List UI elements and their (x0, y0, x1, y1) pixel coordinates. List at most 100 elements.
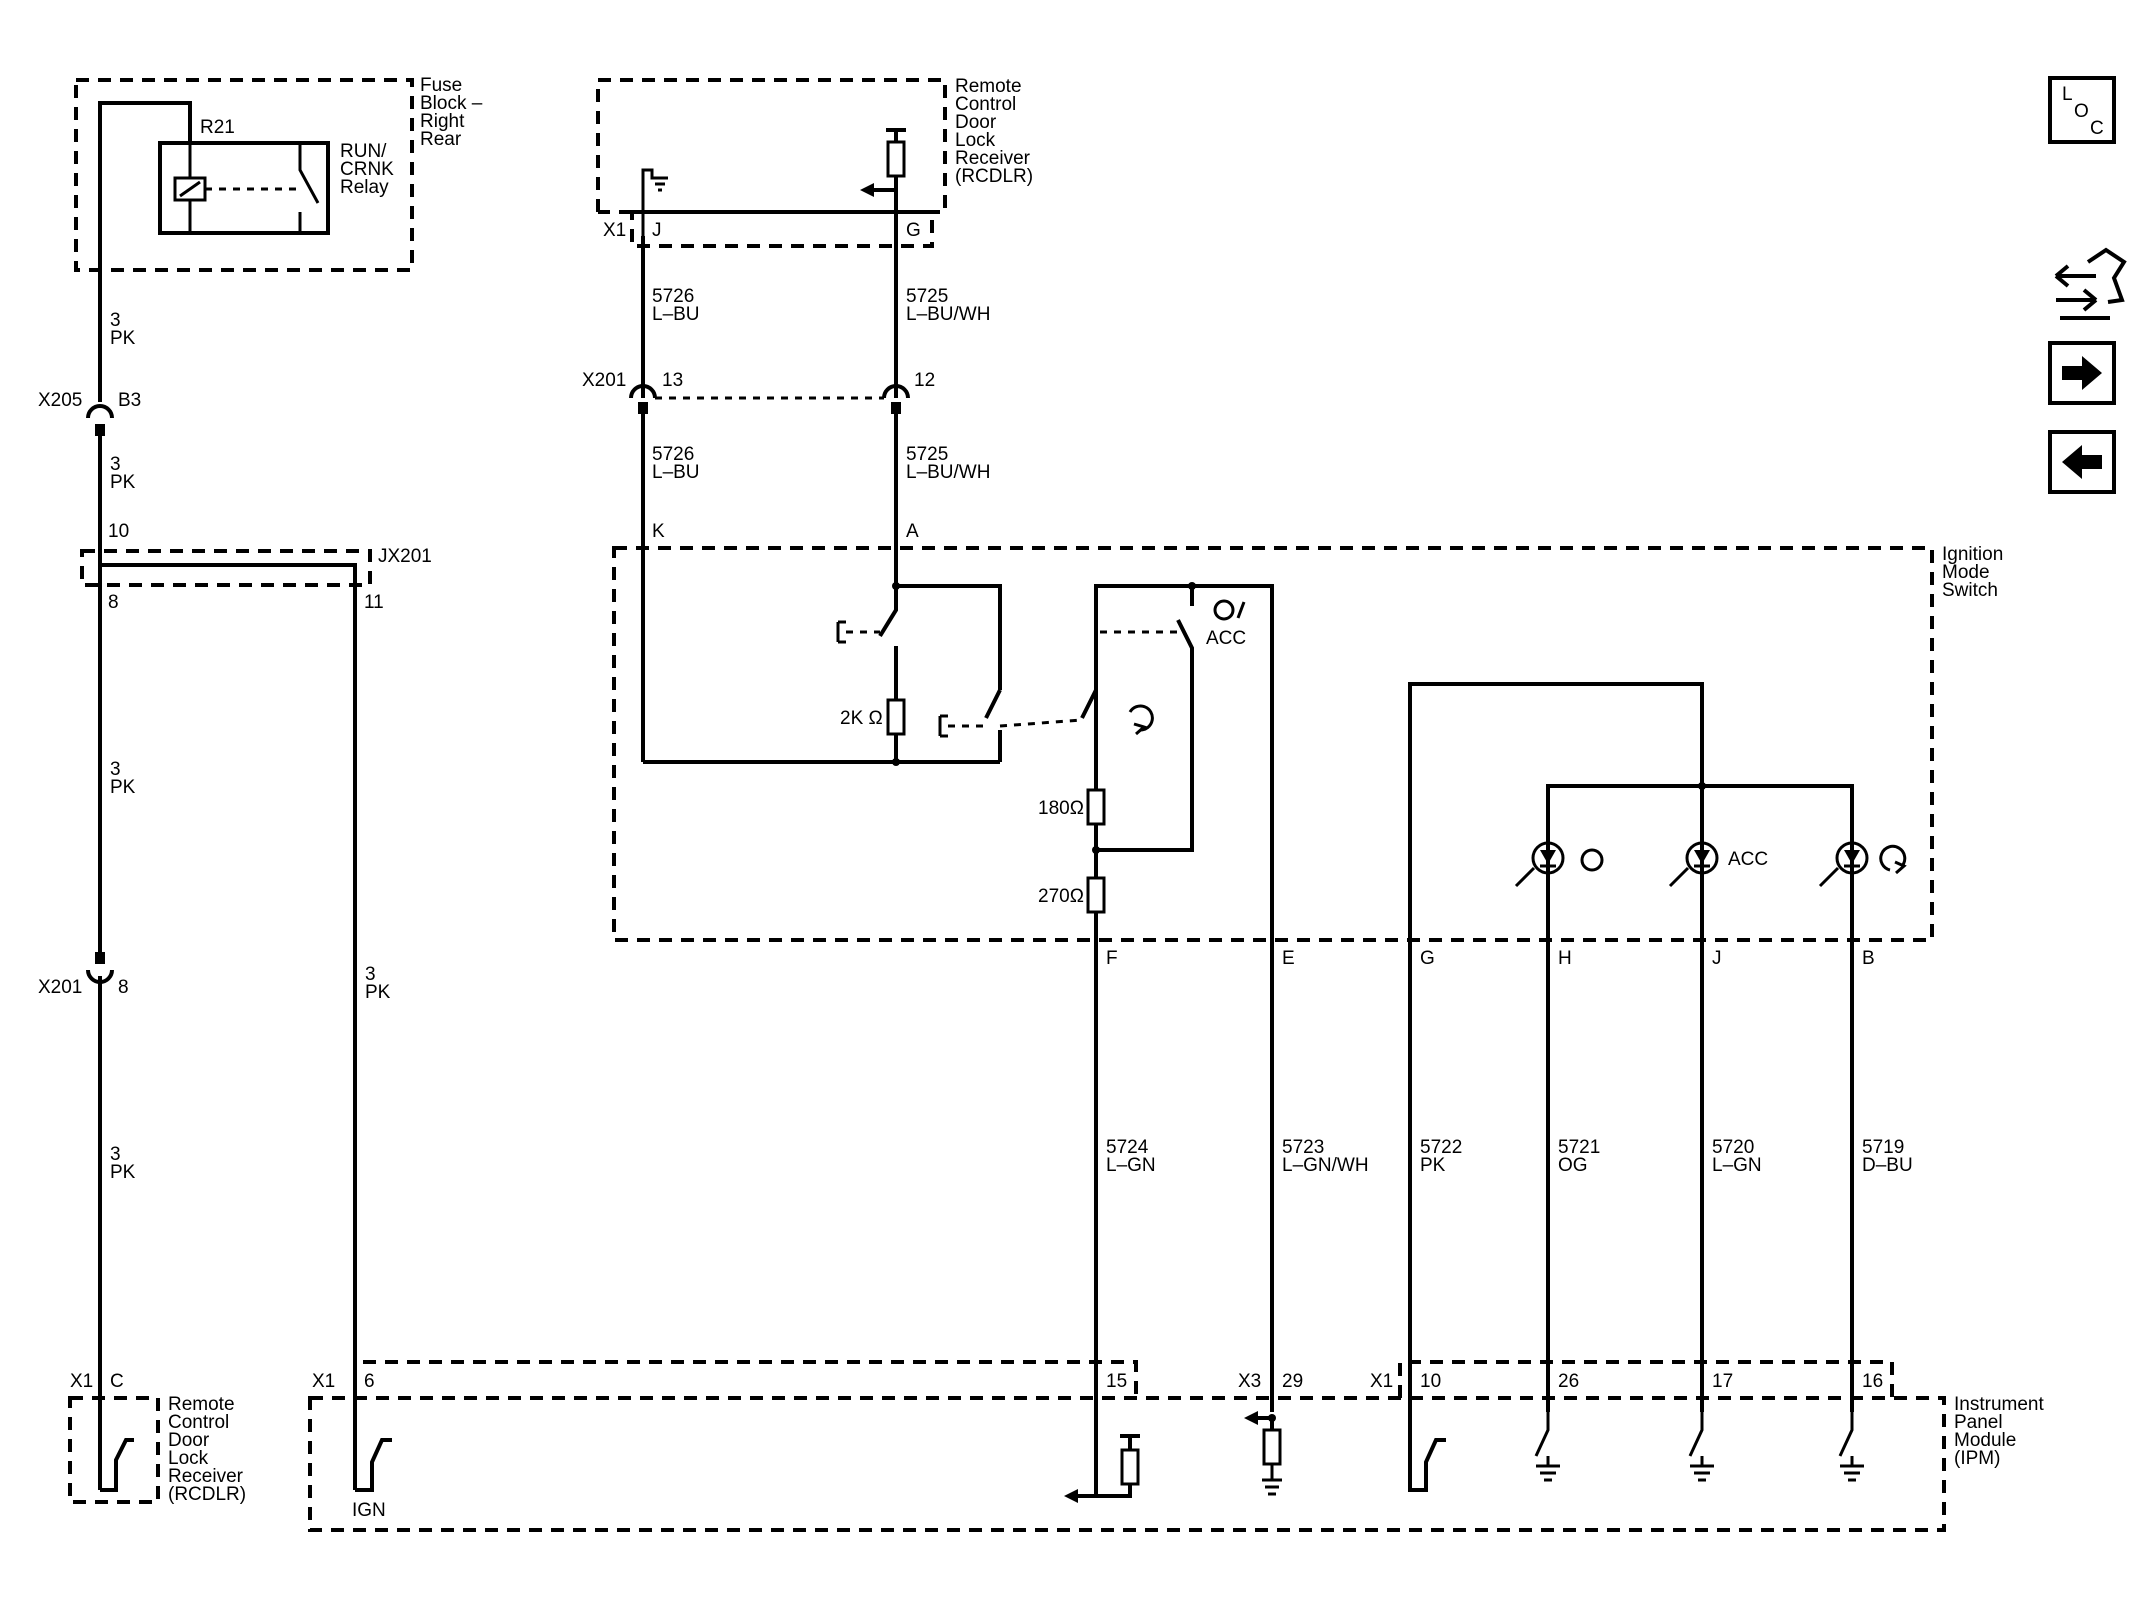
diagram-label: X201 (582, 370, 626, 391)
loc-l: L (2062, 84, 2073, 105)
diagram-label: 13 (662, 370, 683, 391)
diagram-label: 5723 (1282, 1137, 1324, 1158)
diagram-label: Ignition (1942, 544, 2003, 565)
diagram-label: ACC (1728, 849, 1768, 870)
diagram-label: 10 (108, 521, 129, 542)
diagram-label: Instrument (1954, 1394, 2044, 1415)
diagram-label: L–BU/WH (906, 304, 990, 325)
diagram-label: 8 (108, 592, 119, 613)
diagram-label: 270Ω (1038, 886, 1084, 907)
diagram-label: A (906, 521, 919, 542)
diagram-label: Mode (1942, 562, 1990, 583)
diagram-label: X205 (38, 390, 82, 411)
diagram-label: 3 (110, 1144, 121, 1165)
diagram-label: 5719 (1862, 1137, 1904, 1158)
diagram-label: L–BU (652, 304, 700, 325)
diagram-label: 8 (118, 977, 129, 998)
diagram-label: J (1712, 948, 1722, 969)
diagram-label: 11 (364, 592, 384, 613)
diagram-label: Remote (955, 76, 1022, 97)
arrow-left-icon (2062, 445, 2102, 479)
diagram-label: L–BU (652, 462, 700, 483)
diagram-label: PK (365, 982, 391, 1003)
diagram-label: 3 (365, 964, 376, 985)
rcdlr-top: Remote Control Door Lock Receiver (RCDLR… (596, 76, 1033, 248)
diagram-label: Door (168, 1430, 210, 1451)
diagram-label: (RCDLR) (955, 166, 1033, 187)
diagram-label: F (1106, 948, 1118, 969)
diagram-label: Lock (955, 130, 996, 151)
crank-icon (1128, 704, 1154, 732)
diagram-label: PK (110, 472, 136, 493)
diagram-label: D–BU (1862, 1155, 1913, 1176)
diagram-label: B3 (118, 390, 141, 411)
diagram-label: H (1558, 948, 1572, 969)
arrow-right-icon (2062, 356, 2102, 390)
diagram-label: PK (110, 328, 136, 349)
diagram-label: 5721 (1558, 1137, 1600, 1158)
diagram-label: 3 (110, 454, 121, 475)
diagram-label: G (1420, 948, 1435, 969)
diagram-label: L–GN (1712, 1155, 1762, 1176)
led-acc-indicator: ACC (1668, 841, 1768, 888)
resistor-270 (1086, 876, 1106, 914)
ignition-mode-switch: Ignition Mode Switch K A 2K Ω 180Ω 270Ω (612, 521, 2003, 969)
loc-button[interactable]: L O C (2048, 76, 2116, 144)
diagram-label: 17 (1712, 1371, 1733, 1392)
diagram-label: Control (955, 94, 1016, 115)
diagram-label: L–GN/WH (1282, 1155, 1369, 1176)
rcdlr-bottom: X1 C Remote Control Door Lock Receiver (… (68, 1371, 246, 1505)
led-run-indicator (1818, 841, 1907, 888)
diagram-label: Right (420, 111, 465, 132)
diagram-label: 180Ω (1038, 798, 1084, 819)
diagram-label: K (652, 521, 665, 542)
diagram-label: X3 (1238, 1371, 1261, 1392)
diagram-label: 2K Ω (840, 708, 883, 729)
diagram-label: G (906, 220, 921, 241)
diagram-label: 5722 (1420, 1137, 1462, 1158)
diagram-label: C (110, 1371, 124, 1392)
diagram-label: 5726 (652, 286, 694, 307)
diagram-label: (RCDLR) (168, 1484, 246, 1505)
previous-page-button[interactable] (2048, 430, 2116, 494)
diagram-label: X1 (1370, 1371, 1393, 1392)
loc-o: O (2074, 101, 2089, 122)
diagram-label: PK (110, 1162, 136, 1183)
diagram-label: OG (1558, 1155, 1588, 1176)
diagram-label: 3 (110, 759, 121, 780)
diagram-label: Remote (168, 1394, 235, 1415)
diagram-label: IGN (352, 1500, 386, 1521)
diagram-label: 5726 (652, 444, 694, 465)
diagram-label: X1 (312, 1371, 335, 1392)
diagram-label: 29 (1282, 1371, 1303, 1392)
diagram-label: 6 (364, 1371, 375, 1392)
diagram-label: Panel (1954, 1412, 2003, 1433)
connector-view-icon[interactable] (2054, 247, 2127, 320)
diagram-label: X201 (38, 977, 82, 998)
diagram-label: Receiver (168, 1466, 244, 1487)
diagram-label: E (1282, 948, 1295, 969)
diagram-label: 5724 (1106, 1137, 1149, 1158)
diagram-label: ACC (1206, 628, 1246, 649)
next-page-button[interactable] (2048, 341, 2116, 405)
diagram-label: CRNK (340, 159, 394, 180)
diagram-label: PK (110, 777, 136, 798)
loc-c: C (2090, 118, 2104, 139)
diagram-label: PK (1420, 1155, 1446, 1176)
x201-top-connector: X201 13 12 (582, 370, 935, 414)
off-acc-icon (1213, 599, 1235, 621)
diagram-label: RUN/ (340, 141, 387, 162)
diagram-label: X1 (70, 1371, 93, 1392)
x205-connector: X205 B3 (38, 390, 141, 436)
resistor-2k (886, 698, 906, 736)
diagram-label: Block – (420, 93, 483, 114)
diagram-label: L–GN (1106, 1155, 1156, 1176)
diagram-label: 5725 (906, 286, 948, 307)
diagram-label: Switch (1942, 580, 1998, 601)
diagram-label: Relay (340, 177, 389, 198)
diagram-label: Control (168, 1412, 229, 1433)
x201-left-connector: X201 8 (38, 952, 129, 998)
jx201-splice: 10 JX201 8 11 (80, 521, 432, 613)
diagram-label: Fuse (420, 75, 462, 96)
